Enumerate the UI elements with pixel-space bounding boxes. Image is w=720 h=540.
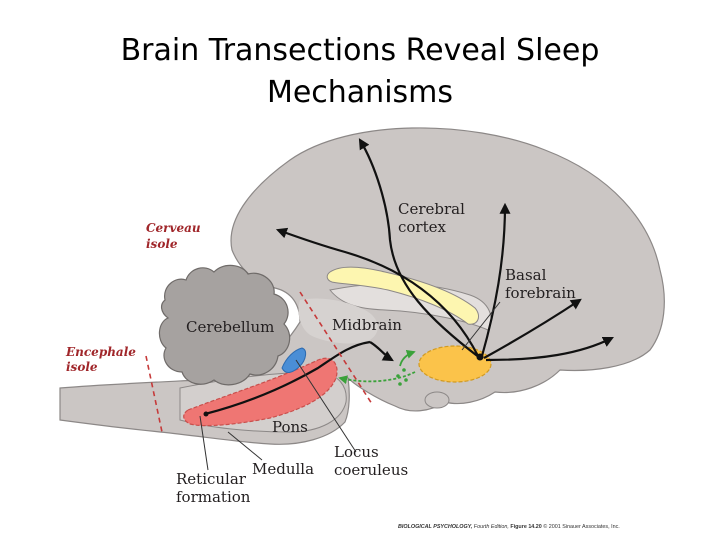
locus-coeruleus [281, 347, 307, 373]
basal-forebrain-dot [476, 353, 484, 361]
basal-forebrain-region [418, 345, 492, 383]
label-encephale-line2: isole [66, 360, 98, 374]
slide-title: Brain Transections Reveal Sleep Mechanis… [40, 30, 680, 114]
leader-lines [199, 301, 501, 471]
label-cerebral-line2: cortex [398, 218, 447, 236]
label-locus-line2: coeruleus [334, 461, 408, 479]
corpus-callosum [326, 266, 479, 325]
label-basal-line1: Basal [505, 266, 547, 284]
green-dots [396, 368, 408, 386]
green-pathways [338, 350, 416, 385]
label-cerebral-line1: Cerebral [398, 200, 465, 218]
label-encephale-line1: Encephale [65, 345, 136, 359]
label-pons: Pons [272, 418, 308, 436]
label-medulla: Medulla [252, 460, 314, 478]
cerveau-isole-cut [299, 291, 373, 405]
label-reticular-line2: formation [176, 488, 251, 506]
label-cerveau-line2: isole [146, 237, 178, 251]
slide-title-line2: Mechanisms [266, 75, 454, 110]
figure-credit: BIOLOGICAL PSYCHOLOGY, Fourth Edition, F… [398, 523, 620, 530]
ascending-pathways [204, 138, 614, 416]
midbrain-region [298, 298, 378, 344]
slide-title-line1: Brain Transections Reveal Sleep [120, 33, 600, 68]
encephale-isole-cut [145, 355, 163, 433]
reticular-dot [203, 411, 209, 417]
label-reticular-line1: Reticular [176, 470, 247, 488]
pituitary-bump [424, 391, 450, 409]
cerebellum [158, 264, 291, 386]
label-cerveau-line1: Cerveau [146, 221, 201, 235]
label-basal-line2: forebrain [505, 284, 576, 302]
label-cerebellum: Cerebellum [186, 318, 274, 336]
label-midbrain: Midbrain [332, 316, 402, 334]
label-locus-line1: Locus [334, 443, 379, 461]
